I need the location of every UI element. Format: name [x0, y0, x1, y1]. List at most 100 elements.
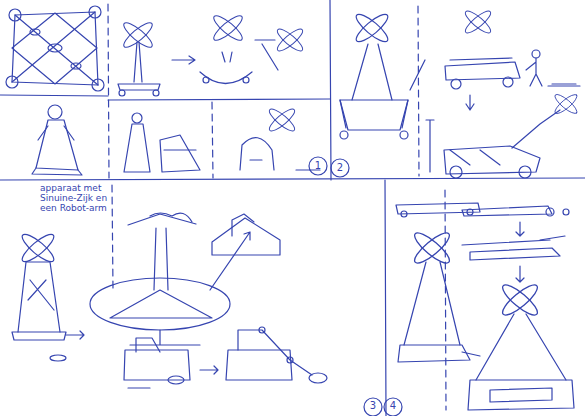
- panel-2-frames: [450, 166, 462, 178]
- panel-4-frames: [462, 206, 552, 216]
- drone-frame: [6, 6, 104, 91]
- panel-4-frames: [404, 262, 460, 345]
- panel-4-frames: [396, 203, 480, 214]
- panel-3-frames: [259, 327, 265, 333]
- figure: [32, 105, 82, 175]
- panel-3-frames: [238, 330, 312, 375]
- panel-2-frames: [503, 77, 513, 87]
- panel-1-frames: [119, 90, 125, 96]
- panel-2-frames: [553, 92, 580, 116]
- drone-frame: [12, 13, 97, 84]
- panel-3-frames: [124, 350, 190, 380]
- panel-4-frames: [411, 229, 453, 267]
- panel-2-frames: [526, 58, 542, 86]
- panel-3-frames: [18, 262, 60, 332]
- panel-3-frames: [168, 376, 184, 384]
- panel-2-frames: [352, 44, 392, 100]
- panel-3-frames: [226, 350, 292, 380]
- panel-border: [108, 99, 330, 100]
- panel-1-frames: [134, 42, 142, 82]
- callout-number: 4: [386, 399, 400, 413]
- drone-frame: [12, 12, 98, 85]
- panel-4-frames: [490, 388, 552, 402]
- drone-frame: [12, 12, 98, 85]
- drone-frame: [6, 76, 18, 88]
- panel-2-frames: [340, 100, 408, 130]
- figure: [36, 120, 78, 170]
- panel-3-frames: [136, 338, 160, 352]
- drone-frame: [92, 79, 104, 91]
- panel-2-frames: [340, 100, 408, 128]
- panel-1-frames: [240, 138, 274, 170]
- panel-3-frames: [12, 332, 66, 340]
- panel-3-frames: [12, 213, 382, 416]
- panel-2-frames: [466, 95, 474, 110]
- panel-border: [0, 95, 108, 96]
- panel-3-frames: [19, 231, 57, 266]
- panel-border: [385, 180, 386, 416]
- callout-number: 2: [333, 161, 347, 175]
- panel-3-frames: [287, 357, 293, 363]
- panel-4-frames: [516, 222, 524, 236]
- panel-border: [418, 6, 419, 176]
- panel-3-frames: [128, 387, 150, 388]
- drone-frame: [48, 44, 62, 52]
- panel-4-frames: [384, 203, 574, 416]
- panel-4-frames: [401, 211, 407, 217]
- panel-2-frames: [532, 50, 540, 58]
- panel-4-frames: [468, 380, 574, 410]
- panel-2-frames: [353, 11, 391, 46]
- panel-4-frames: [462, 240, 560, 260]
- panel-3-frames: [90, 278, 230, 330]
- panel-4-frames: [384, 398, 402, 416]
- panel-1-frames: [222, 52, 232, 62]
- panel-4-frames: [546, 208, 554, 216]
- panel-1-frames: [132, 113, 142, 123]
- panel-3-frames: [50, 355, 66, 361]
- panel-1-frames: [243, 77, 249, 83]
- panel-2-frames: [548, 84, 580, 86]
- panel-border: [112, 185, 113, 290]
- panel-border: [108, 4, 109, 178]
- panel-border: [445, 190, 446, 410]
- callout-number: 3: [366, 399, 380, 413]
- panel-4-frames: [499, 281, 541, 319]
- panel-2-frames: [331, 159, 349, 177]
- panel-1-frames: [124, 124, 150, 172]
- panel-3-frames: [212, 218, 280, 255]
- panel-1-frames: [164, 149, 196, 150]
- drone-frame: [30, 29, 40, 35]
- panel-4-frames: [540, 236, 565, 240]
- panel-4-frames: [462, 352, 480, 356]
- panel-1-frames: [309, 157, 327, 175]
- panel-1-frames: [275, 26, 306, 54]
- panel-3-frames: [200, 366, 218, 374]
- callout-number: 1: [311, 159, 325, 173]
- panel-3-frames: [210, 232, 250, 290]
- panel-2-frames: [519, 166, 531, 178]
- panel-3-frames: [154, 228, 168, 290]
- figure: [32, 168, 82, 175]
- panel-2-frames: [340, 131, 348, 139]
- panel-2-frames: [463, 8, 494, 36]
- panel-3-frames: [364, 398, 382, 416]
- panel-3-frames: [28, 280, 54, 310]
- panel-1-frames: [153, 90, 159, 96]
- panel-2-frames: [400, 131, 408, 139]
- panel-2-frames: [331, 8, 580, 178]
- panel-2-frames: [410, 60, 425, 90]
- panel-3-frames: [110, 290, 212, 318]
- panel-1-frames: [118, 12, 327, 175]
- panel-border: [0, 178, 585, 180]
- panel-3-frames: [309, 373, 327, 383]
- figure: [38, 126, 74, 140]
- panel-2-frames: [426, 120, 434, 172]
- drone-frame: [9, 9, 21, 21]
- panel-2-frames: [444, 146, 540, 174]
- panel-1-frames: [267, 106, 298, 134]
- panel-1-frames: [172, 56, 195, 64]
- panel-1-frames: [121, 19, 156, 50]
- panel-1-frames: [160, 135, 200, 172]
- figure: [48, 105, 62, 119]
